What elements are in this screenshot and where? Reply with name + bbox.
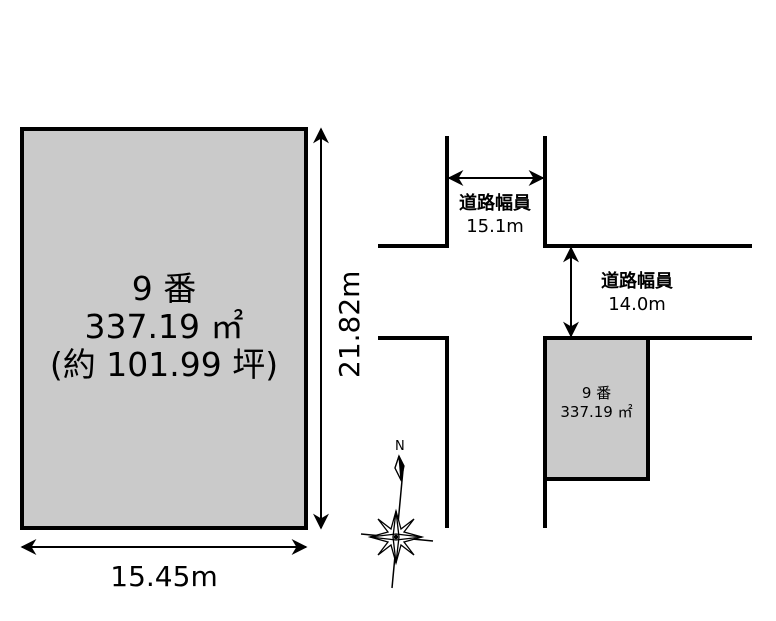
height-dimension-label: 21.82m <box>333 270 366 378</box>
main-lot-rect <box>20 127 308 530</box>
road-vertical-title: 道路幅員 <box>459 193 531 214</box>
small-lot-number: 9 番 <box>581 384 612 402</box>
main-lot-label: 9 番 337.19 ㎡ (約 101.99 坪) <box>22 270 306 384</box>
small-lot-area: 337.19 ㎡ <box>560 402 633 421</box>
compass-icon <box>360 454 434 589</box>
road-horizontal-label: 道路幅員 14.0m <box>582 271 692 316</box>
road-horizontal-width: 14.0m <box>608 293 666 315</box>
main-lot-area-tsubo: (約 101.99 坪) <box>49 344 279 384</box>
width-dimension-label: 15.45m <box>110 560 218 593</box>
main-lot-number: 9 番 <box>131 269 197 308</box>
road-horizontal-title: 道路幅員 <box>601 271 673 292</box>
compass-north-label: N <box>395 439 405 454</box>
main-lot-area: 337.19 ㎡ <box>84 306 244 346</box>
small-lot-label: 9 番 337.19 ㎡ <box>545 384 648 422</box>
small-lot-rect <box>543 336 650 481</box>
road-vertical-label: 道路幅員 15.1m <box>445 193 545 238</box>
road-vertical-width: 15.1m <box>466 215 524 237</box>
